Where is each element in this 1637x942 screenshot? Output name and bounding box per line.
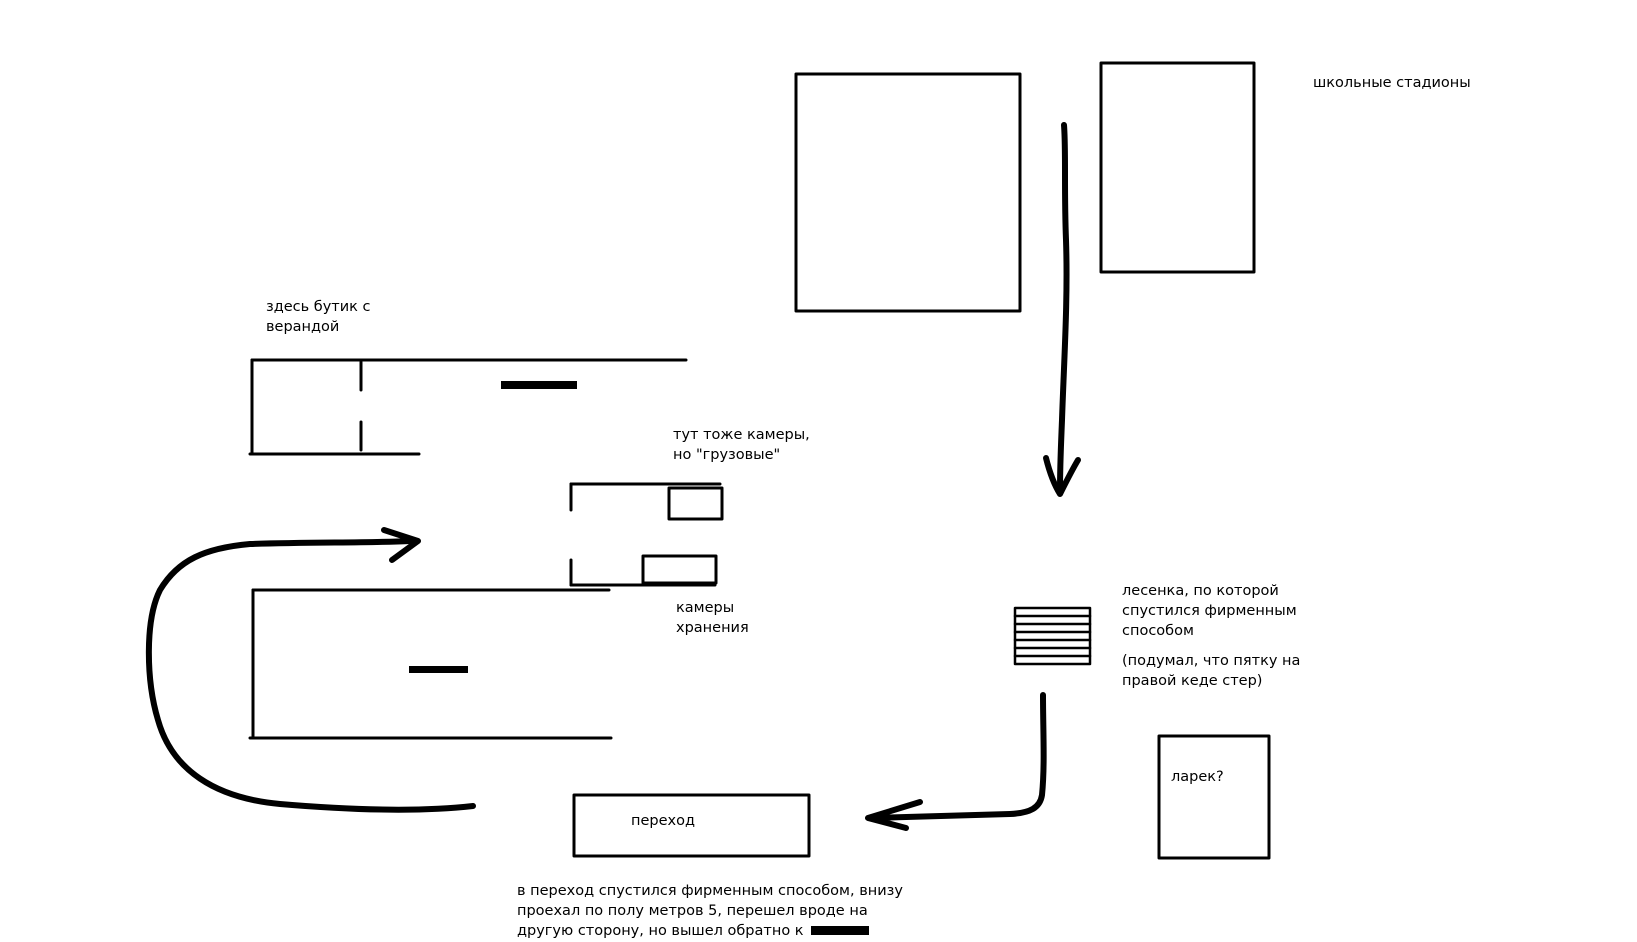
boutique-outline [248,358,688,456]
stadium-left [794,72,1022,313]
label-kiosk: ларек? [1171,769,1224,785]
label-lockers: камеры хранения [676,600,749,636]
label-stairs: лесенка, по которой спустился фирменным … [1122,583,1297,639]
label-school-stadiums: школьные стадионы [1313,75,1471,91]
lockers-building-outline [248,588,613,740]
label-boutique: здесь бутик с верандой [266,299,371,335]
label-underpass: переход [631,813,696,829]
freight-lockers-outline [569,482,724,587]
u-turn-arrow [145,527,476,813]
label-underpass-note: в переход спустился фирменным способом, … [517,883,903,939]
label-heel-note: (подумал, что пятку на правой кеде стер) [1122,653,1301,689]
arrow-stairs-to-underpass [865,692,1047,831]
stairs-icon [1013,606,1092,666]
redaction-mark-note [811,926,869,935]
arrow-down-from-stadiums [1043,122,1081,497]
underpass-box [572,793,811,858]
label-freight-lockers: тут тоже камеры, но "грузовые" [673,427,810,463]
redaction-mark-boutique [501,381,577,389]
stadium-right [1099,61,1256,274]
redaction-mark-lockers [409,666,468,673]
kiosk-box [1157,734,1271,860]
